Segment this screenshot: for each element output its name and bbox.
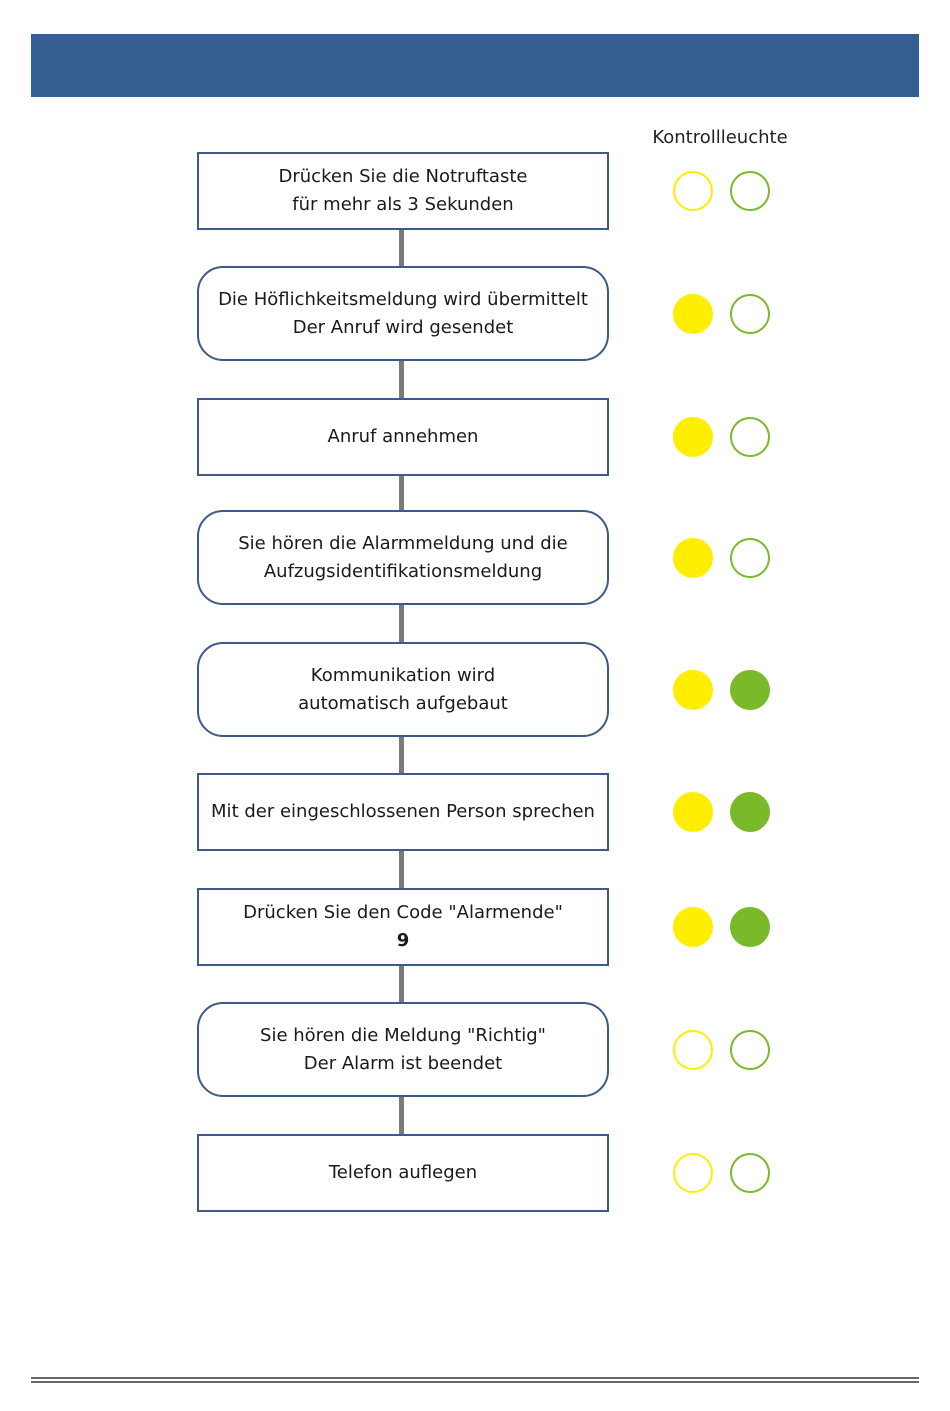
flow-step-7: Drücken Sie den Code "Alarmende" 9	[197, 888, 609, 966]
step-text: Der Anruf wird gesendet	[292, 316, 514, 338]
yellow-indicator-light	[673, 293, 713, 334]
connector-line	[399, 605, 404, 642]
flow-step-9: Telefon auflegen	[197, 1134, 609, 1212]
yellow-indicator-light	[673, 792, 713, 832]
green-indicator-light	[730, 907, 770, 947]
connector-line	[399, 737, 404, 773]
green-indicator-light	[730, 293, 770, 334]
step-text: automatisch aufgebaut	[298, 692, 508, 714]
yellow-indicator-light	[673, 417, 713, 457]
step-text: Telefon auflegen	[328, 1162, 478, 1183]
green-indicator-light	[730, 792, 770, 832]
flow-step-8: Sie hören die Meldung "Richtig" Der Alarm…	[197, 1002, 609, 1097]
flow-step-5: Kommunikation wird automatisch aufgebaut	[197, 642, 609, 737]
connector-line	[399, 966, 404, 1002]
flow-step-1: Drücken Sie die Notruftaste für mehr als …	[197, 152, 609, 230]
connector-line	[399, 230, 404, 266]
step-text: Drücken Sie die Notruftaste	[278, 166, 528, 187]
yellow-indicator-light	[673, 537, 713, 578]
step-text: Die Höflichkeitsmeldung wird übermittelt	[218, 288, 588, 310]
legend-title: Kontrollleuchte	[652, 127, 788, 148]
step-text: für mehr als 3 Sekunden	[292, 194, 514, 215]
step-text: Sie hören die Meldung "Richtig"	[260, 1024, 546, 1046]
step-text: Kommunikation wird	[310, 664, 496, 686]
yellow-indicator-light	[673, 907, 713, 947]
yellow-indicator-light	[673, 1153, 713, 1193]
header-bar	[31, 34, 919, 97]
flow-step-3: Anruf annehmen	[197, 398, 609, 476]
step-text: Sie hören die Alarmmeldung und die	[238, 532, 568, 554]
green-indicator-light	[730, 1153, 770, 1193]
flow-step-6: Mit der eingeschlossenen Person sprechen	[197, 773, 609, 851]
green-indicator-light	[730, 537, 770, 578]
step-text: Mit der eingeschlossenen Person sprechen	[211, 801, 595, 822]
flow-step-2: Die Höflichkeitsmeldung wird übermittelt…	[197, 266, 609, 361]
green-indicator-light	[730, 417, 770, 457]
connector-line	[399, 361, 404, 398]
connector-line	[399, 851, 404, 888]
step-text: Anruf annehmen	[327, 426, 479, 447]
connector-line	[399, 476, 404, 510]
step-text: Drücken Sie den Code "Alarmende"	[243, 902, 563, 923]
connector-line	[399, 1097, 404, 1134]
green-indicator-light	[730, 669, 770, 710]
step-text: Der Alarm ist beendet	[303, 1052, 503, 1074]
step-text: Aufzugsidentifikationsmeldung	[263, 560, 543, 582]
step-code: 9	[396, 930, 410, 951]
green-indicator-light	[730, 171, 770, 211]
yellow-indicator-light	[673, 1029, 713, 1070]
green-indicator-light	[730, 1029, 770, 1070]
yellow-indicator-light	[673, 669, 713, 710]
yellow-indicator-light	[673, 171, 713, 211]
